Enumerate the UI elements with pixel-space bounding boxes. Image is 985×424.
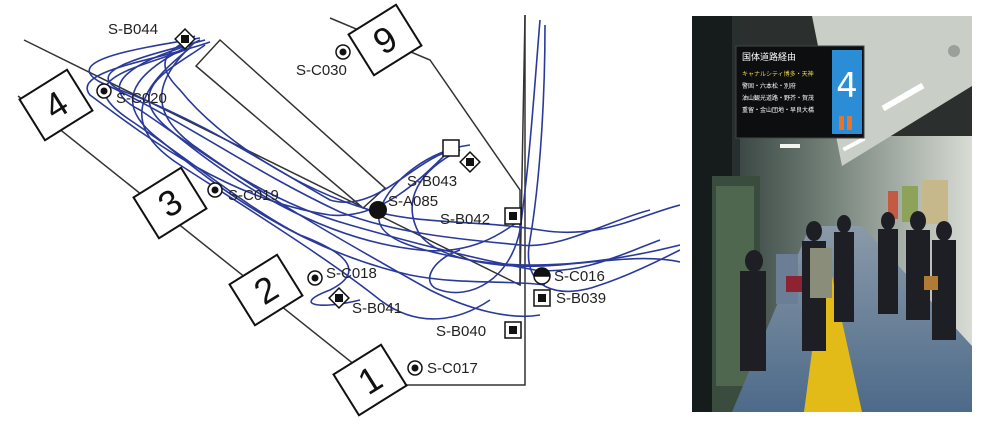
sensor-label-s-b042: S-B042 — [440, 211, 490, 228]
sign-line-name: 国体道路経由 — [742, 51, 796, 63]
sensor-label-s-b043: S-B043 — [407, 173, 457, 190]
sensor-s-c017: S-C017 — [407, 360, 478, 377]
sensor-s-b043: S-B043 — [407, 139, 481, 190]
platform-photo: 国体道路経由 キャナルシティ博多・天神 警固・六本松・別府 油山観光道路・野芥・… — [692, 16, 972, 412]
sensor-label-s-b040: S-B040 — [436, 323, 486, 340]
trajectory — [527, 24, 680, 293]
sensor-s-c018: S-C018 — [307, 265, 377, 286]
gate-2: 2 — [228, 253, 304, 327]
sign-destination: 警固・六本松・別府 — [742, 82, 796, 90]
sensor-label-s-c020: S-C020 — [116, 90, 167, 107]
sensor-s-c020: S-C020 — [96, 83, 167, 107]
gate-4: 4 — [18, 68, 94, 142]
trajectory — [88, 37, 651, 247]
sensor-label-s-c018: S-C018 — [326, 265, 377, 282]
sensor-s-a085: S-A085 — [369, 193, 438, 219]
trajectory — [141, 47, 491, 320]
trajectory-lines — [86, 19, 680, 320]
sensor-s-b042: S-B042 — [440, 207, 522, 228]
gate-1: 1 — [332, 343, 408, 417]
sensor-s-c016: S-C016 — [533, 267, 605, 285]
gate-9: 9 — [347, 3, 423, 77]
sign-track-number: 4 — [836, 66, 858, 106]
gate-3: 3 — [132, 166, 208, 240]
sensor-s-b044: S-B044 — [108, 21, 196, 50]
sign-destination: 重留・金山団地・早良大橋 — [742, 106, 814, 114]
trajectory — [107, 39, 461, 203]
trajectory — [148, 44, 521, 252]
sensor-s-b039: S-B039 — [533, 289, 606, 307]
sensor-label-s-a085: S-A085 — [388, 193, 438, 210]
pedestrian-trajectory-diagram: 9 4 3 2 1 S-B044 S-C030 S-C020 S-C019 — [17, 3, 680, 417]
sensor-s-b040: S-B040 — [436, 321, 522, 340]
sensor-label-s-b039: S-B039 — [556, 290, 606, 307]
sensor-label-s-c016: S-C016 — [554, 268, 605, 285]
sensor-label-s-b041: S-B041 — [352, 300, 402, 317]
sign-destination: キャナルシティ博多・天神 — [742, 70, 814, 78]
trajectory — [118, 44, 661, 272]
trajectory — [428, 19, 541, 294]
sensor-label-s-c030: S-C030 — [296, 62, 347, 79]
sensor-s-c030: S-C030 — [296, 44, 351, 79]
sign-destination: 油山観光道路・野芥・賀茂 — [742, 94, 814, 102]
trajectory — [131, 39, 546, 286]
sensor-s-b041: S-B041 — [328, 287, 402, 317]
sensor-s-c019: S-C019 — [207, 182, 279, 204]
central-island — [194, 38, 387, 209]
sensor-label-s-b044: S-B044 — [108, 21, 158, 38]
platform-sign: 国体道路経由 キャナルシティ博多・天神 警固・六本松・別府 油山観光道路・野芥・… — [735, 45, 865, 139]
trajectory — [411, 149, 680, 268]
platform-boundary-lower — [17, 15, 526, 386]
sensor-label-s-c019: S-C019 — [228, 187, 279, 204]
sensor-label-s-c017: S-C017 — [427, 360, 478, 377]
